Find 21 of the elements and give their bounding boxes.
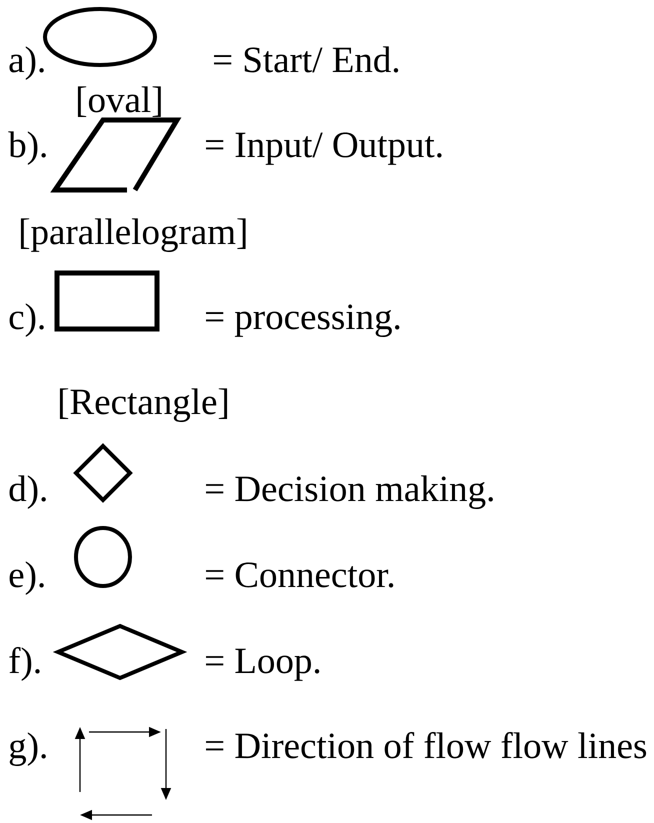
rectangle-symbol	[54, 270, 160, 332]
symbol-meaning: = Input/ Output.	[206, 132, 442, 165]
item-letter: b).	[8, 131, 46, 165]
symbol-caption: [oval]	[78, 86, 161, 117]
symbol-meaning: = processing.	[206, 304, 400, 337]
circle-symbol	[74, 526, 132, 588]
item-letter: g).	[10, 732, 46, 766]
parallelogram-symbol	[50, 118, 182, 192]
symbol-meaning: = Connector.	[206, 562, 394, 588]
symbol-caption: [parallelogram]	[20, 218, 246, 252]
item-letter: d).	[10, 475, 46, 509]
item-letter: e).	[10, 561, 44, 595]
symbol-meaning: = Loop.	[206, 648, 320, 681]
symbol-meaning: = Direction of flow flow lines	[206, 732, 646, 758]
item-letter: c).	[10, 303, 44, 337]
item-letter: a).	[10, 46, 44, 80]
oval-symbol	[43, 7, 157, 67]
item-letter: f).	[9, 646, 40, 681]
symbol-meaning: = Start/ End.	[214, 46, 398, 73]
symbol-caption: [Rectangle]	[60, 388, 228, 422]
symbol-meaning: = Decision making.	[206, 475, 493, 509]
